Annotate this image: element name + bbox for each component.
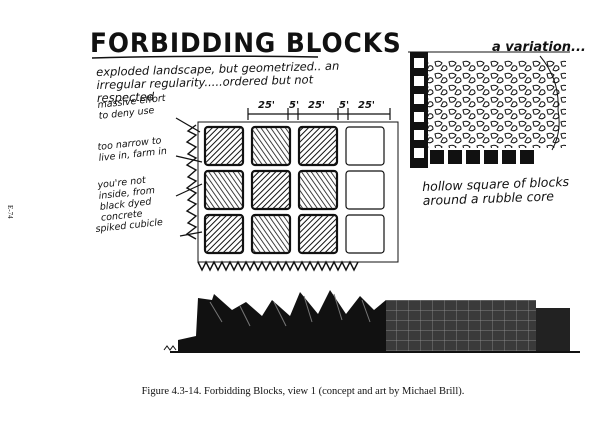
dimension-label: 25' [258, 100, 275, 111]
block-square [203, 213, 245, 255]
block-square [345, 214, 385, 254]
block-square [297, 125, 339, 167]
page-side-label: E-74 [6, 205, 14, 219]
variation-label: a variation... [492, 40, 586, 55]
note-arrows [175, 117, 203, 237]
block-square [250, 125, 292, 167]
hollow-label: hollow square of blocks around a rubble … [421, 173, 570, 208]
block-square [203, 169, 245, 211]
block-square [250, 213, 292, 255]
block-square [203, 125, 245, 167]
block-square [297, 213, 339, 255]
dimension-label: 5' [339, 100, 350, 111]
variation-plan [408, 51, 570, 168]
block-grid [185, 121, 399, 272]
dimension-line [247, 108, 391, 120]
dimension-label: 25' [308, 100, 325, 111]
block-square [250, 169, 292, 211]
figure-caption: Figure 4.3-14. Forbidding Blocks, view 1… [141, 386, 465, 397]
page-title: FORBIDDING BLOCKS [90, 28, 402, 59]
dimension-label: 5' [289, 100, 300, 111]
block-square [345, 126, 385, 166]
elevation-drawing [163, 290, 580, 353]
block-square [297, 169, 339, 211]
dimension-label: 25' [358, 100, 375, 111]
block-square [345, 170, 385, 210]
